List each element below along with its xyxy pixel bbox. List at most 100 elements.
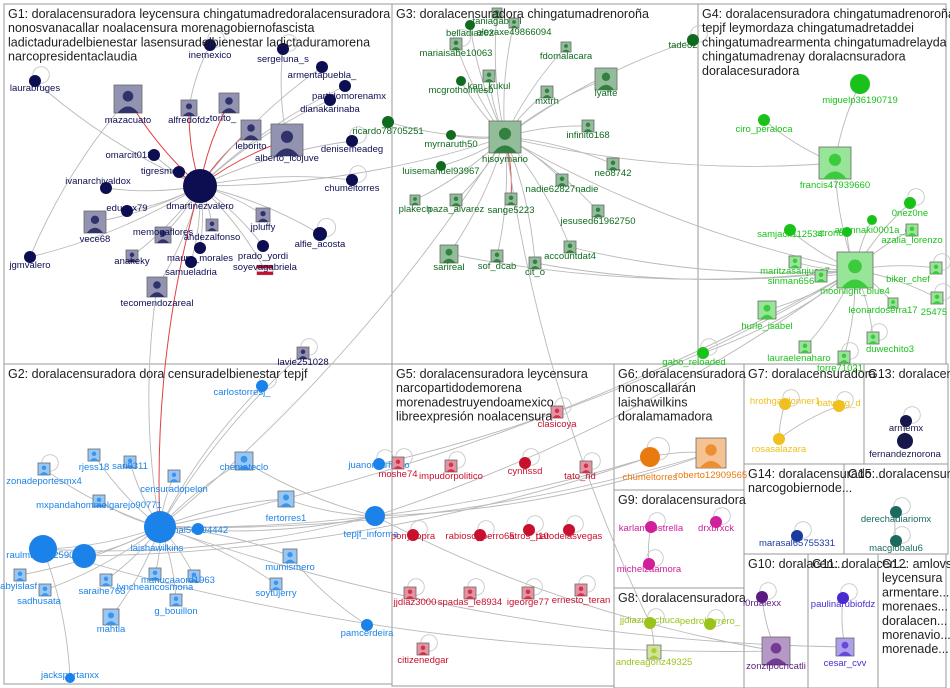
node-marasal65755331[interactable]: marasal65755331 (759, 530, 835, 549)
node-mauro_morales[interactable]: mauro_morales (167, 242, 233, 264)
node-juanomarfierro[interactable]: juanomarfierro (347, 458, 410, 471)
node-atros_t10[interactable]: atros_t10 (509, 524, 549, 542)
node-vece68[interactable]: vece68 (80, 210, 111, 245)
node-rosasalazara[interactable]: rosasalazara (752, 433, 807, 455)
node-sari0311[interactable]: sari0311 (112, 455, 148, 472)
node-carlostorresj[interactable]: carlostorresj_ (213, 380, 271, 398)
node-tepjf_informa[interactable]: tepjf_informa (344, 506, 400, 540)
node-leonardoserra17[interactable]: leonardoserra17 (848, 297, 918, 316)
node-ciro_peraloca[interactable]: ciro_peraloca (735, 114, 793, 135)
node-alfie_acosta[interactable]: alfie_acosta (295, 227, 346, 250)
node-jjdiazmachuca[interactable]: jjdiazmachuca (619, 615, 681, 629)
node-drxbrxck[interactable]: drxbrxck (698, 516, 734, 534)
node-mxtrh[interactable]: mxtrh (535, 85, 559, 107)
node-belladiaz02[interactable]: belladiaz02 (446, 20, 494, 39)
node-fdomalacara[interactable]: fdomalacara (540, 41, 593, 62)
node-neo8742[interactable]: neo8742 (595, 157, 632, 179)
node-inemexico[interactable]: inemexico (189, 39, 232, 61)
node-sadhusata[interactable]: sadhusata (17, 583, 62, 607)
node-zonzipochcatli[interactable]: zonzipochcatli (746, 636, 806, 672)
node-anakeky[interactable]: anakeky (114, 249, 150, 267)
node-francis47939660[interactable]: francis47939660 (800, 146, 870, 191)
node-sinman656[interactable]: sinman656 (768, 269, 828, 287)
node-patodelasvegas[interactable]: patodelasvegas (536, 524, 603, 542)
node-raulmtz[interactable]: raulmtz01825900 (6, 535, 80, 563)
node-soyevagabriela[interactable]: soyevagabriela (233, 262, 298, 276)
node-nadie62827nadie[interactable]: nadie62827nadie (526, 173, 599, 195)
node-hurle_isabel[interactable]: hurle_isabel (741, 300, 793, 332)
node-torito[interactable]: torito_ (210, 92, 240, 124)
node-gabo_reloaded[interactable]: gabo_reloaded (662, 347, 726, 368)
node-mahtla[interactable]: mahtla (97, 608, 126, 635)
node-karlamaestrella[interactable]: karlamaestrella (619, 521, 684, 534)
node-gabyislasf[interactable]: gabyislasf (0, 568, 37, 592)
node-cesar_cvv[interactable]: cesar_cvv (824, 637, 867, 669)
node-derechadiariomx[interactable]: derechadiariomx (861, 506, 931, 525)
node-ahdezalfonso[interactable]: ahdezalfonso (184, 218, 241, 243)
node-taniagabriel[interactable]: taniagabriel (472, 7, 522, 27)
node-jackspartanxx[interactable]: jackspartanxx (40, 670, 99, 683)
node-lyafte[interactable]: lyafte (594, 67, 618, 99)
node-laishawilkins[interactable]: laishawilkins (131, 511, 184, 554)
node-alexaxe49866094[interactable]: alexaxe49866094 (476, 17, 552, 38)
node-fernandeznorona[interactable]: fernandeznorona (869, 433, 942, 460)
node-mxpandah[interactable]: mxpandahommelgarejo90771 (36, 494, 162, 511)
node-zonadeportesmx4[interactable]: zonadeportesmx4 (6, 462, 82, 487)
node-samjack112534[interactable]: samjack112534 (757, 224, 823, 240)
node-samueladria[interactable]: samueladria (165, 256, 218, 278)
node-cynnssd[interactable]: cynnssd (508, 457, 543, 477)
node-chemateclo[interactable]: chemateclo (220, 451, 269, 473)
node-prado_yordi[interactable]: prado_yordi (238, 240, 288, 262)
node-lavie251028[interactable]: lavie251028 (277, 346, 329, 368)
node-infinito168[interactable]: infinito168 (566, 119, 610, 141)
node-ivanarchivaldox[interactable]: ivanarchivaldox (65, 176, 131, 194)
node-clasicoya[interactable]: clasicoya (537, 405, 577, 430)
node-luisemanuel93967[interactable]: luisemanuel93967 (402, 161, 480, 177)
node-memogaflores[interactable]: memogaflores (133, 226, 193, 244)
node-hrothgardonner1[interactable]: hrothgardonner1 (750, 396, 820, 410)
node-paza_alvarez[interactable]: paza_alvarez (428, 193, 485, 215)
node-myrnaruth50[interactable]: myrnaruth50 (424, 130, 478, 150)
node-ponysopra[interactable]: ponysopra (391, 529, 436, 542)
node-moshe74[interactable]: moshe74 (378, 456, 418, 480)
node-rjess18[interactable]: rjess18 (79, 448, 110, 473)
node-omarcit013[interactable]: omarcit013 (106, 149, 161, 161)
node-tato_nd[interactable]: tato_nd (564, 460, 596, 482)
node-michelzaamora[interactable]: michelzaamora (617, 558, 682, 575)
node-pamcerdeira[interactable]: pamcerdeira (341, 619, 395, 639)
node-jjdiaz3000[interactable]: jjdiaz3000 (393, 586, 437, 608)
node-mumismero[interactable]: mumismero (265, 548, 315, 573)
node-armemx[interactable]: armemx (889, 415, 924, 434)
node-jgmvalero[interactable]: jgmvalero (8, 251, 51, 271)
node-plakech[interactable]: plakech (399, 194, 432, 215)
node-paulinarubiofdz[interactable]: paulinarubiofdz (811, 592, 876, 610)
node-tadeo2[interactable]: tadeo2 (668, 34, 699, 51)
node-pedroherrero[interactable]: pedroherrero_ (680, 616, 741, 630)
node-chumeltorres[interactable]: chumeltorres (325, 174, 380, 194)
node-macglobalu6[interactable]: macglobalu6 (869, 535, 923, 554)
node-rabioso_perro65[interactable]: rabioso_perro65 (445, 529, 515, 542)
node-azalia_lorenzo[interactable]: azalia_lorenzo (881, 223, 943, 246)
node-soytujerry[interactable]: soytujerry (255, 577, 297, 599)
node-roberto12909565[interactable]: roberto12909565 (675, 437, 747, 481)
node-saraiher[interactable]: saraihe763 (78, 573, 126, 597)
node-sarireal[interactable]: sarireal (433, 244, 465, 273)
node-jpluffy[interactable]: jpluffy (250, 207, 276, 233)
node-sergeluna_s[interactable]: sergeluna_s (257, 43, 309, 65)
node-25475[interactable]: 25475 (921, 291, 947, 318)
node-anal50294442[interactable]: anal50294442 (168, 523, 228, 536)
node-anunnaki0001a_c[interactable]: anunnaki0001a_c (834, 215, 910, 236)
node-armentapuebla[interactable]: armentapuebla_ (288, 61, 357, 81)
node-l0rdalexx[interactable]: l0rdalexx (743, 591, 781, 609)
node-alberto_icojuve[interactable]: alberto_icojuve (255, 123, 319, 164)
node-moonlight_blue4[interactable]: moonlight_blue4 (820, 251, 890, 297)
node-hisoymario[interactable]: hisoymario (482, 120, 528, 165)
node-lyncheancosmona[interactable]: lyncheancosmona (117, 567, 194, 593)
node-spadas_le8934[interactable]: spadas_le8934 (438, 586, 502, 608)
node-laurabruges[interactable]: laurabruges (10, 75, 60, 94)
node-g_bouillon[interactable]: g_bouillon (154, 593, 198, 617)
node-ricardo78705251[interactable]: ricardo78705251 (352, 116, 424, 137)
node-mcgrotholmesb[interactable]: mcgrotholmesb (429, 76, 494, 96)
node-edusax79[interactable]: edusax79 (106, 203, 148, 217)
node-biker_chef[interactable]: biker_chef (886, 261, 943, 285)
